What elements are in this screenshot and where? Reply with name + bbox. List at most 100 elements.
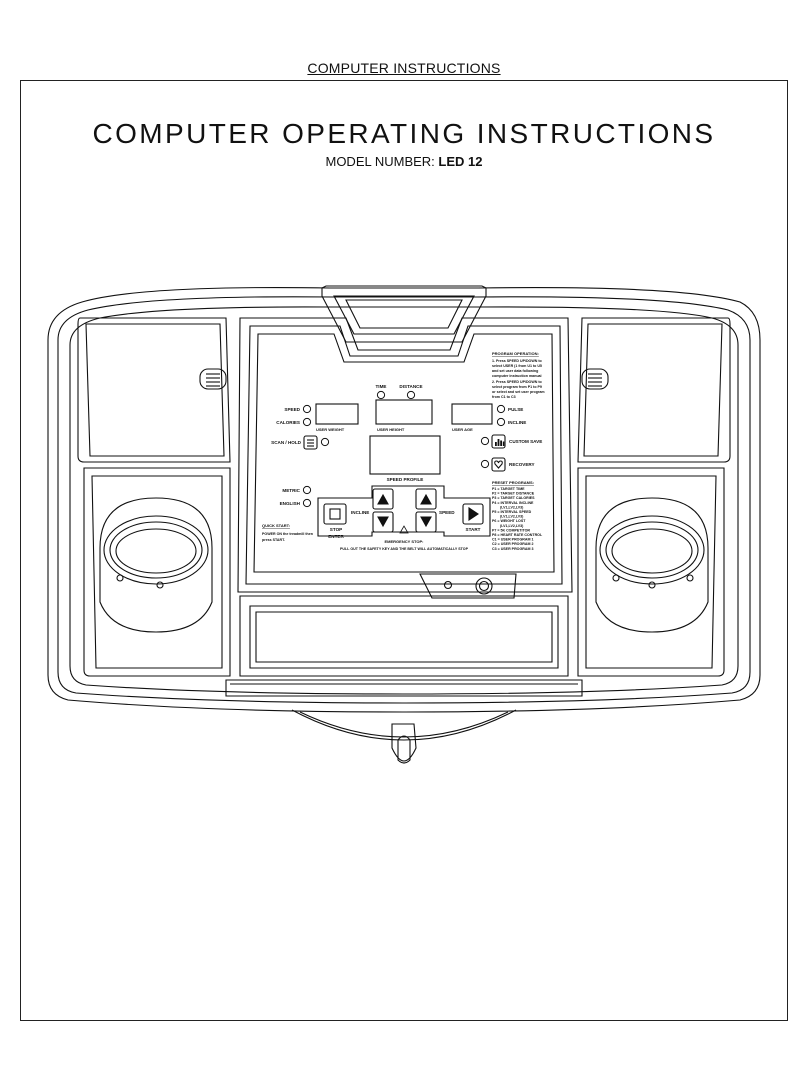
speed-calories-display (315, 403, 359, 425)
user-age-label: USER AGE (452, 427, 473, 432)
custom-save-button[interactable] (491, 434, 506, 449)
english-led-icon (302, 498, 312, 508)
safety-key-icon (475, 577, 493, 595)
custom-save-label: CUSTOM SAVE (509, 439, 542, 444)
arrow-down-icon (420, 516, 432, 528)
speed-down-button[interactable] (415, 511, 437, 533)
preset-line: C1 = USER PROGRAM 1 (492, 538, 533, 542)
incline-button-label: INCLINE (351, 510, 369, 515)
recovery-led-icon (480, 459, 490, 469)
page-header: COMPUTER INSTRUCTIONS (307, 60, 501, 76)
safety-indicator-icon (443, 580, 453, 590)
stop-enter-button[interactable] (323, 503, 347, 525)
speed-led-icon (302, 404, 312, 414)
preset-line: P2 = TARGET DISTANCE (492, 492, 535, 496)
start-button[interactable] (462, 503, 484, 525)
model-line: MODEL NUMBER: LED 12 (0, 154, 808, 169)
preset-line: P5 = INTERVAL SPEED (492, 510, 532, 514)
metric-label: METRIC (282, 488, 300, 493)
bar-chart-icon (495, 439, 505, 446)
preset-line: P6 = WEIGHT LOST (492, 519, 526, 523)
speed-button-label: SPEED (439, 510, 455, 515)
speed-profile-display (369, 435, 441, 475)
model-prefix: MODEL NUMBER: (325, 154, 435, 169)
start-label: START (466, 527, 481, 532)
arrow-up-icon (377, 493, 389, 505)
preset-programs-title: PRESET PROGRAMS: (492, 480, 534, 485)
recovery-label: RECOVERY (509, 462, 535, 467)
emergency-title: EMERGENCY STOP: (385, 539, 424, 544)
program-line: 2. Press SPEED UP/DOWN to (492, 380, 543, 384)
custom-save-led-icon (480, 436, 490, 446)
program-line: 1. Press SPEED UP/DOWN to (492, 359, 543, 363)
incline-down-button[interactable] (372, 511, 394, 533)
quick-start-line1: POWER ON the treadmill then (262, 532, 313, 536)
scan-hold-label: SCAN / HOLD (271, 440, 302, 445)
preset-line: C2 = USER PROGRAM 2 (492, 542, 533, 546)
preset-line: (LV1,LV2,LV3) (500, 515, 524, 519)
scan-hold-button[interactable] (303, 435, 318, 450)
incline-up-button[interactable] (372, 488, 394, 510)
distance-led-icon (406, 390, 416, 400)
led-windows (315, 399, 493, 475)
incline-led-icon (496, 417, 506, 427)
quick-start-line2: press START. (262, 538, 285, 542)
calories-led-icon (302, 417, 312, 427)
preset-line: (LV1,LV2,LV3) (500, 524, 524, 528)
recovery-button[interactable] (491, 457, 506, 472)
program-operation-title: PROGRAM OPERATION: (492, 351, 539, 356)
stop-icon (329, 508, 341, 520)
top-handle (321, 285, 487, 343)
preset-line: C3 = USER PROGRAM 3 (492, 547, 533, 551)
scan-hold-led-icon (320, 437, 330, 447)
model-number: LED 12 (438, 154, 483, 169)
metric-led-icon (302, 485, 312, 495)
program-line: or select and set user program (492, 390, 545, 394)
program-line: select program from P1 to P9 (492, 385, 542, 389)
user-height-label: USER HEIGHT (377, 427, 405, 432)
preset-line: P7 = 5K COMPETITOR (492, 528, 530, 532)
enter-label: ENTER (328, 534, 344, 539)
safety-key-module (419, 573, 517, 599)
program-line: from C1 to C3 (492, 395, 516, 399)
time-distance-display (375, 399, 433, 425)
left-tray (77, 317, 231, 677)
time-label: TIME (376, 384, 387, 389)
preset-line: P8 = HEART RATE CONTROL (492, 533, 543, 537)
play-icon (468, 506, 479, 522)
control-block (317, 485, 491, 537)
speed-up-button[interactable] (415, 488, 437, 510)
program-line: and set user data following (492, 369, 538, 373)
program-line: select USER (1 from U1 to U5 (492, 364, 542, 368)
speed-profile-label: SPEED PROFILE (387, 477, 424, 482)
center-panel (237, 317, 573, 677)
console-shell (47, 287, 761, 713)
preset-line: (LV1,LV2,LV3) (500, 505, 524, 509)
time-led-icon (376, 390, 386, 400)
pulse-led-icon (496, 404, 506, 414)
arrow-up-icon (420, 493, 432, 505)
stop-label: STOP (330, 527, 342, 532)
page-frame (20, 80, 788, 1021)
preset-line: P4 = INTERVAL INCLINE (492, 501, 534, 505)
indicator-leds (302, 390, 506, 508)
quick-start-title: QUICK START: (262, 523, 290, 528)
preset-line: P1 = TARGET TIME (492, 487, 525, 491)
console-labels: SPEED CALORIES SCAN / HOLD METRIC ENGLIS… (262, 351, 545, 551)
right-tray (577, 317, 731, 677)
distance-label: DISTANCE (399, 384, 422, 389)
incline-label: INCLINE (508, 420, 526, 425)
speed-label: SPEED (284, 407, 300, 412)
heart-icon (494, 460, 503, 469)
user-weight-label: USER WEIGHT (316, 427, 345, 432)
pulse-incline-display (451, 403, 493, 425)
english-label: ENGLISH (280, 501, 301, 506)
arrow-down-icon (377, 516, 389, 528)
calories-label: CALORIES (276, 420, 300, 425)
pulse-label: PULSE (508, 407, 523, 412)
warning-icon (399, 525, 409, 534)
emergency-text: PULL OUT THE SAFETY KEY AND THE BELT WIL… (340, 547, 469, 551)
bottom-hump (225, 679, 583, 764)
page-title: COMPUTER OPERATING INSTRUCTIONS (92, 118, 716, 149)
